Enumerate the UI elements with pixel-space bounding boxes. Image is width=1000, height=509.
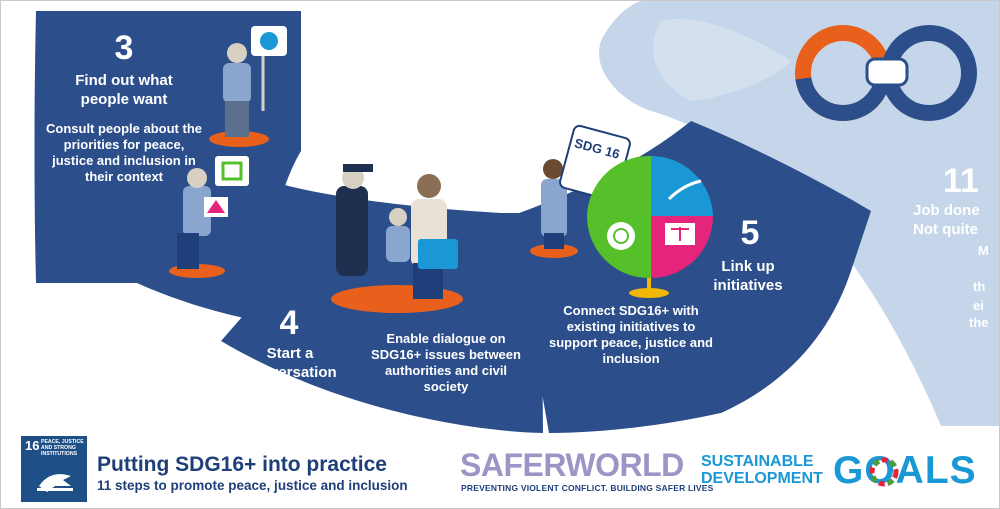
sdgs-line-2: DEVELOPMENT	[701, 470, 823, 487]
segment-step-3-lower	[36, 221, 263, 319]
step-5-figures	[530, 124, 713, 298]
sdg16-badge-text: PEACE, JUSTICE AND STRONG INSTITUTIONS	[41, 439, 84, 457]
sdgs-goals-logo: GOALS	[833, 449, 977, 492]
step-3-figures	[169, 26, 287, 278]
scales-icon	[671, 227, 689, 241]
olive-branch-icon	[667, 179, 702, 201]
sdg16-badge: 16 PEACE, JUSTICE AND STRONG INSTITUTION…	[21, 436, 87, 502]
sdg16-badge-number: 16	[25, 438, 40, 453]
step-5-number: 5	[740, 214, 760, 252]
sdgs-logo-text: SUSTAINABLE DEVELOPMENT	[701, 453, 823, 487]
step-4-number: 4	[279, 304, 299, 342]
segment-step-11	[921, 151, 999, 351]
step-11-body-l1: M	[978, 243, 989, 258]
footer-subtitle: 11 steps to promote peace, justice and i…	[97, 478, 408, 493]
step-11-title-l2: Not quite	[913, 221, 978, 238]
step-4-title: Start a conversation	[243, 345, 337, 381]
saferworld-logo: SAFERWORLD	[460, 447, 684, 483]
globe-puzzle	[587, 155, 713, 298]
step-11-number: 11	[943, 162, 979, 200]
step-3-number: 3	[114, 29, 134, 67]
step-11-body-l4: the	[969, 315, 989, 330]
step-11-body-l2: th	[973, 279, 986, 294]
footer-title: Putting SDG16+ into practice	[97, 453, 387, 476]
step-4-figures	[331, 164, 463, 313]
speech-bubble-icon	[613, 228, 629, 244]
step-3-title: Find out what people want	[75, 72, 173, 108]
sdgs-line-1: SUSTAINABLE	[701, 453, 814, 470]
step-5-title: Link up initiatives	[713, 258, 783, 294]
step-5-body: Connect SDG16+ with existing initiatives…	[549, 303, 713, 366]
saferworld-tagline: PREVENTING VIOLENT CONFLICT. BUILDING SA…	[461, 483, 714, 493]
step-11-body-l3: ei	[973, 298, 984, 313]
dove-icon	[37, 474, 73, 492]
infinity-handshake-icon	[795, 25, 977, 121]
hand-shape	[652, 19, 791, 101]
step-3-body: Consult people about the priorities for …	[46, 121, 202, 184]
step-11-title-l1: Job done	[913, 202, 980, 219]
sdg-wheel-icon	[869, 457, 899, 487]
step-4-body: Enable dialogue on SDG16+ issues between…	[371, 331, 521, 394]
